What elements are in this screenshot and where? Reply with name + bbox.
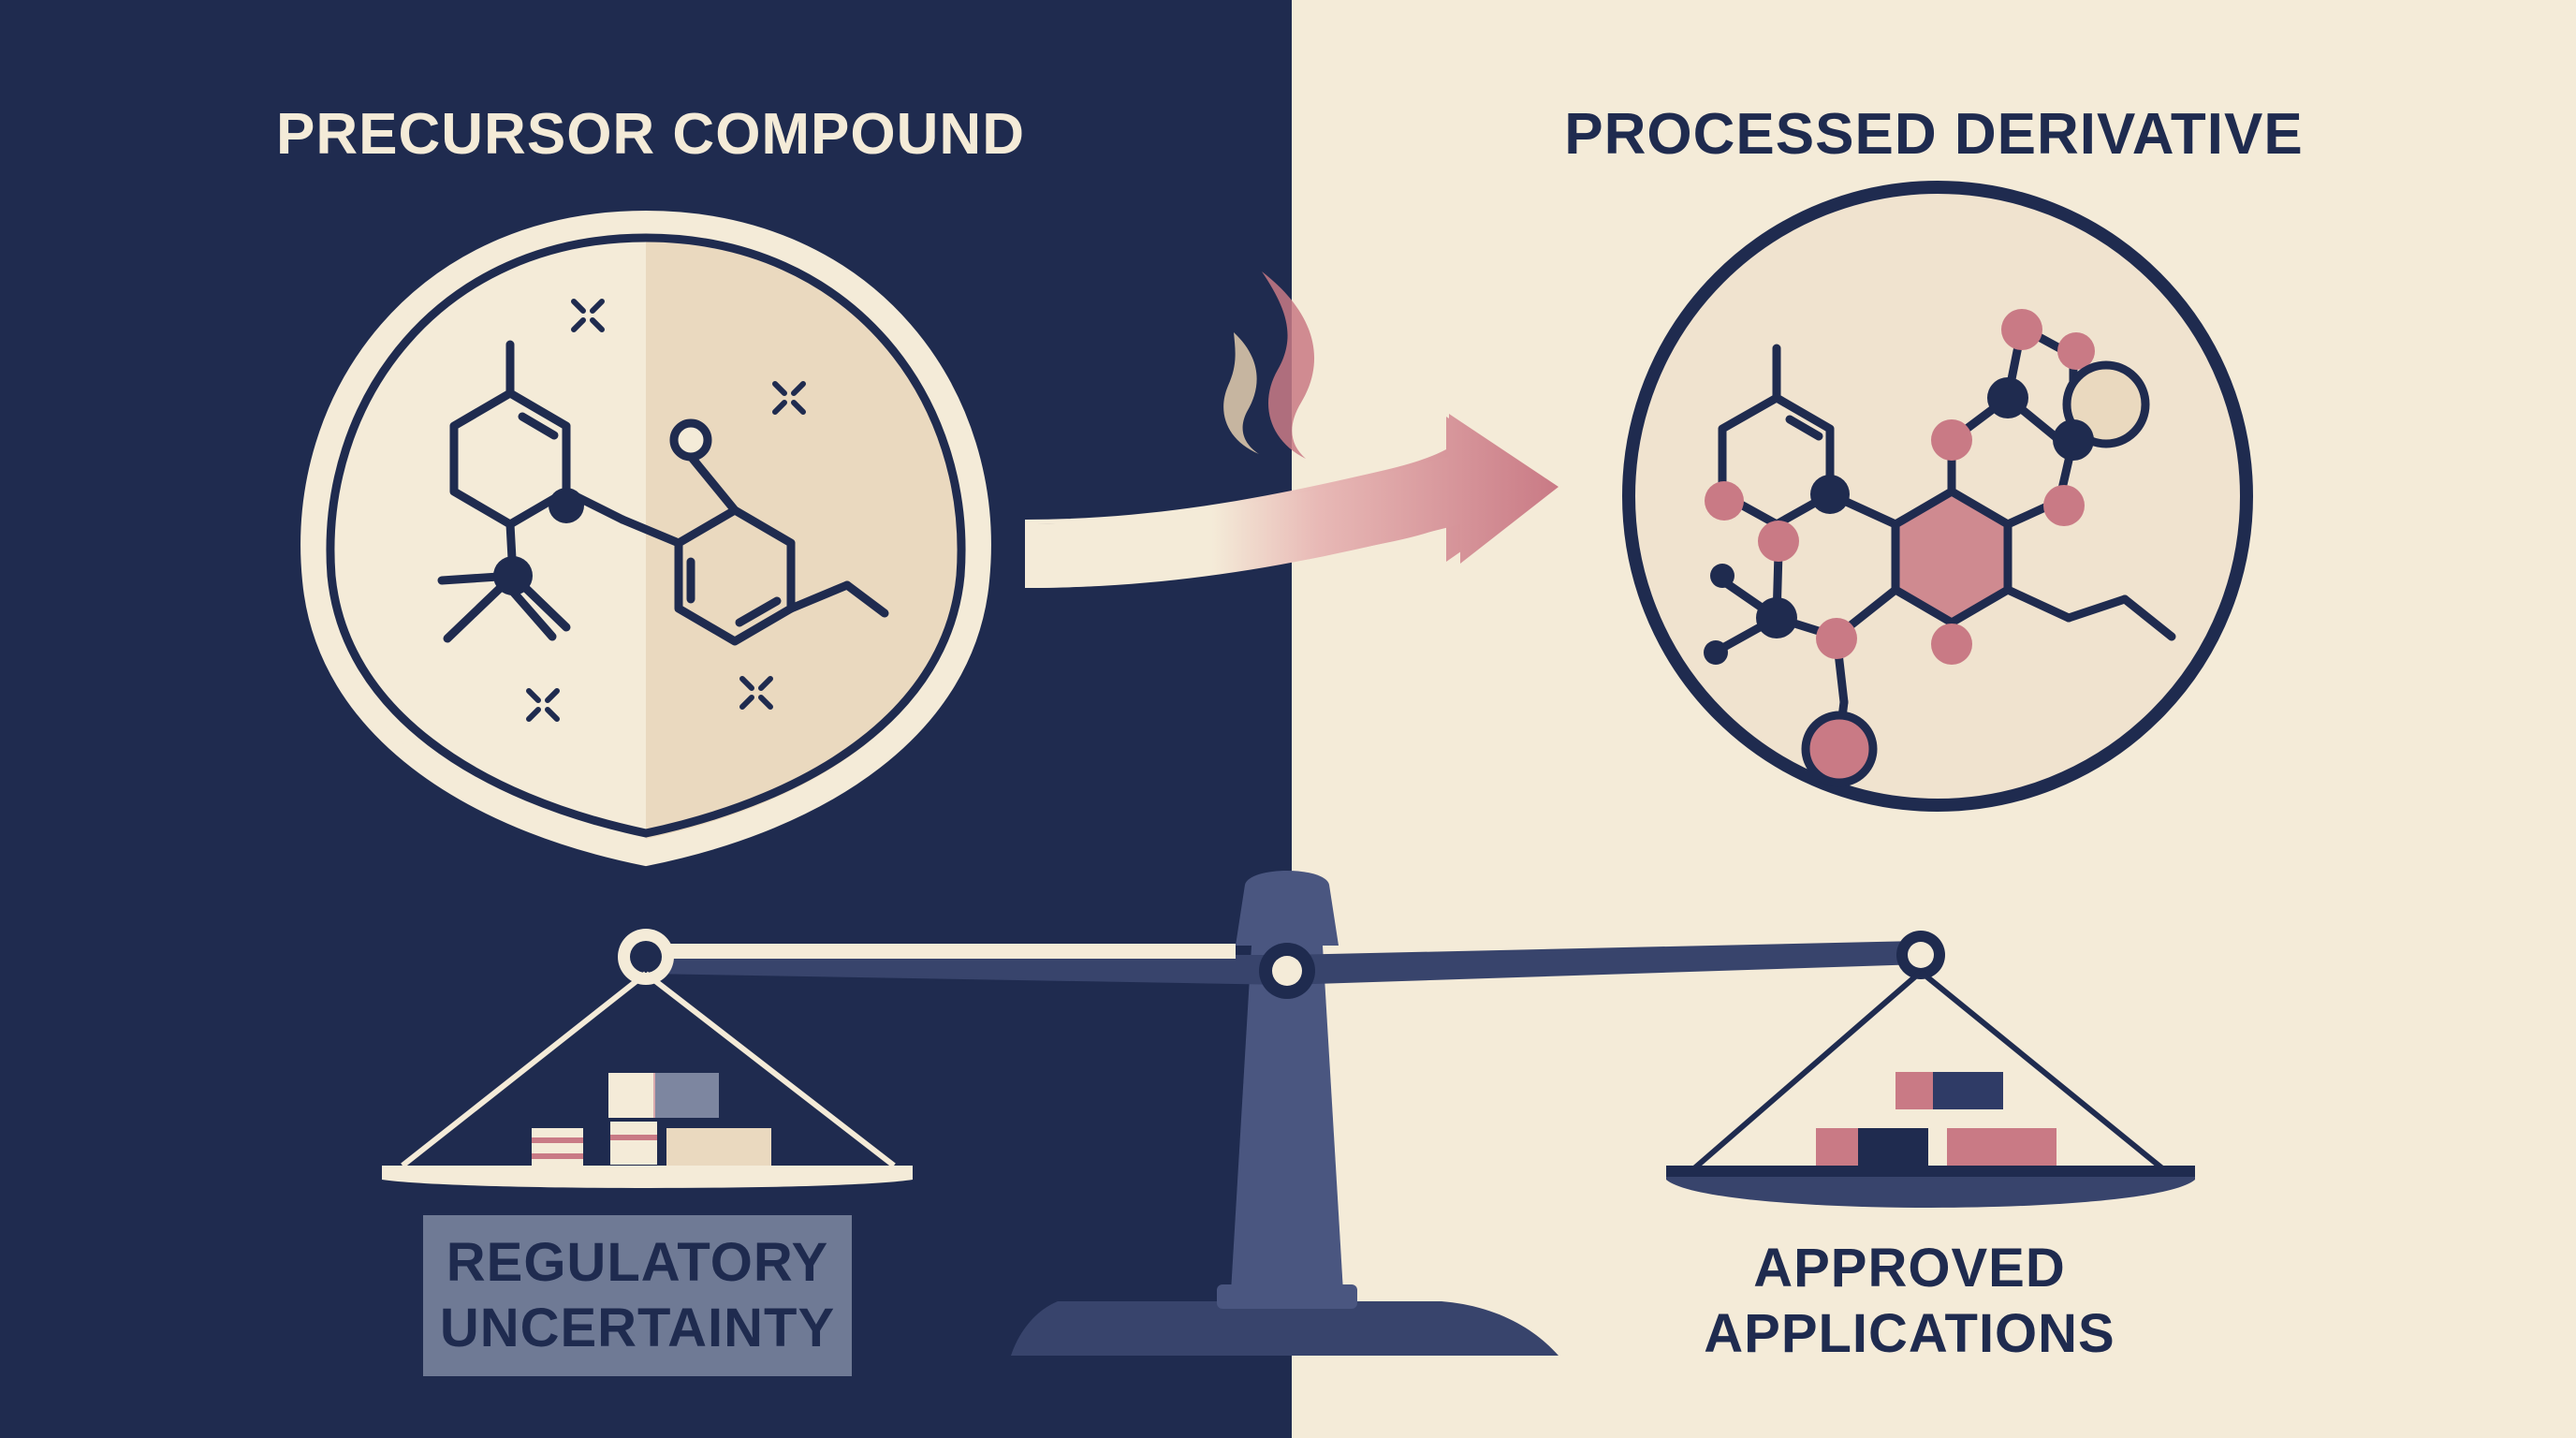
atom-node-icon bbox=[493, 556, 533, 595]
precursor-title: PRECURSOR COMPOUND bbox=[276, 102, 1025, 167]
cargo-block bbox=[655, 1073, 719, 1118]
cargo-block bbox=[1947, 1128, 2017, 1166]
cargo-block bbox=[532, 1128, 583, 1166]
carbonyl-oxygen-icon bbox=[669, 418, 712, 462]
regulatory-uncertainty-tag: REGULATORY UNCERTAINTY bbox=[423, 1215, 852, 1376]
tag-line: UNCERTAINTY bbox=[439, 1298, 836, 1358]
tag-line: REGULATORY bbox=[446, 1232, 829, 1293]
cargo-block bbox=[2017, 1128, 2056, 1166]
cargo-block bbox=[1933, 1072, 2003, 1109]
cargo-block bbox=[666, 1128, 771, 1166]
scale-column bbox=[1231, 899, 1343, 1292]
cargo-block bbox=[610, 1122, 657, 1165]
cargo-block bbox=[608, 1073, 653, 1118]
balance-scale bbox=[618, 871, 1945, 1356]
derivative-title: PROCESSED DERIVATIVE bbox=[1564, 102, 2304, 167]
transformation-arrow-body bbox=[1025, 414, 1559, 588]
tag-line: APPLICATIONS bbox=[1704, 1303, 2115, 1364]
atom-node-icon bbox=[549, 488, 584, 523]
sparkle-icons bbox=[526, 299, 806, 722]
cargo-block bbox=[1895, 1072, 1933, 1109]
cargo-block bbox=[1858, 1128, 1928, 1166]
cargo-block bbox=[1816, 1128, 1858, 1166]
scale-base bbox=[1011, 1301, 1559, 1356]
approved-applications-tag: APPROVED APPLICATIONS bbox=[1666, 1236, 2153, 1367]
left-pan bbox=[382, 971, 913, 1188]
steam-icon bbox=[1223, 271, 1315, 459]
precursor-badge bbox=[300, 210, 991, 867]
right-pan bbox=[1666, 969, 2195, 1208]
tag-line: APPROVED bbox=[1753, 1238, 2066, 1299]
derivative-atoms bbox=[1704, 309, 2150, 787]
